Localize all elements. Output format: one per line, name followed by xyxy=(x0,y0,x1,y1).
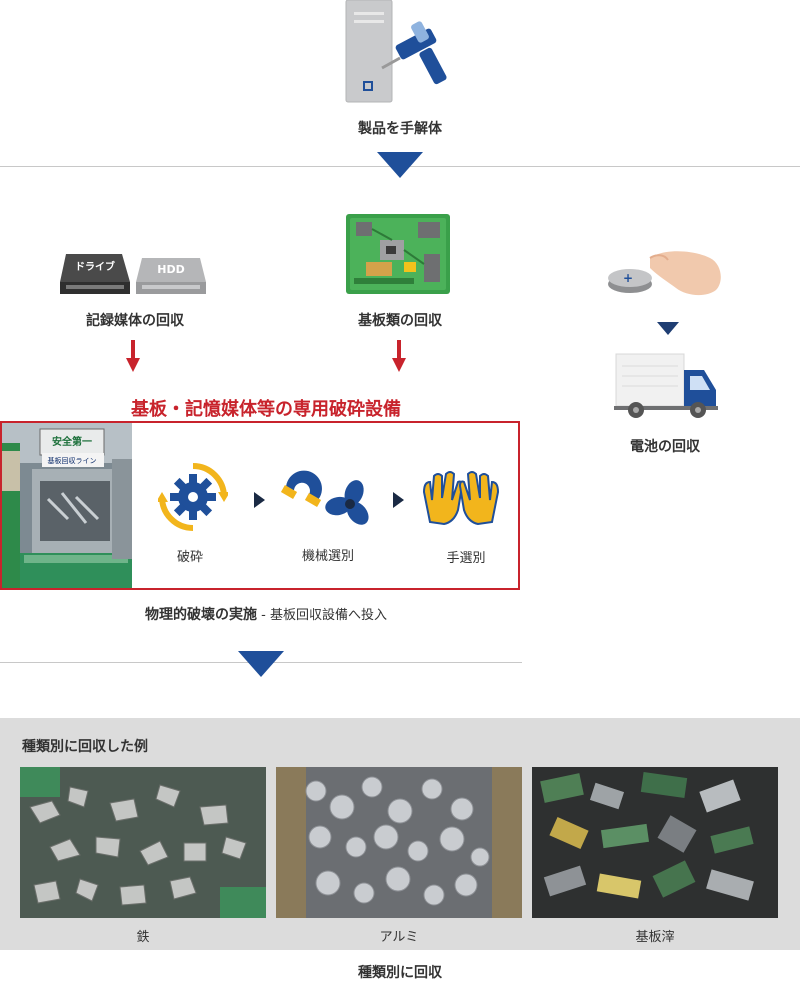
drive-hdd-icon xyxy=(60,252,208,296)
flow-arrow-down-1 xyxy=(377,152,423,178)
circuit-board-icon xyxy=(346,214,452,296)
aluminum-photo xyxy=(276,767,522,918)
example-aluminum-label: アルミ xyxy=(379,930,419,945)
stage-arrow-2 xyxy=(393,492,404,508)
hdd-label: HDD xyxy=(157,263,185,276)
battery-collection-label: 電池の回収 xyxy=(630,439,700,455)
stage-mechanical-label: 機械選別 xyxy=(301,549,354,564)
photo-line-sign: 基板回収ライン xyxy=(47,457,97,465)
example-iron-label: 鉄 xyxy=(136,930,150,945)
board-scrap-photo xyxy=(532,767,778,918)
sorted-collection-label: 種類別に回収 xyxy=(358,965,442,981)
gloves-icon xyxy=(418,470,504,526)
battery-arrow-down xyxy=(657,322,679,335)
stage-arrow-1 xyxy=(254,492,265,508)
iron-photo xyxy=(20,767,266,918)
example-board-scrap-label: 基板滓 xyxy=(635,930,675,945)
drive-label: ドライブ xyxy=(75,262,115,273)
pc-disassembly-icon xyxy=(338,0,460,110)
red-arrow-boards xyxy=(392,340,406,372)
red-arrow-media xyxy=(126,340,140,372)
examples-heading: 種類別に回収した例 xyxy=(22,739,148,755)
photo-safety-sign: 安全第一 xyxy=(52,437,92,448)
battery-hand-icon: + xyxy=(606,246,724,300)
media-collection-label: 記録媒体の回収 xyxy=(86,313,184,329)
flow-arrow-down-2 xyxy=(238,651,284,677)
svg-text:+: + xyxy=(623,271,633,285)
magnet-fan-icon xyxy=(280,462,378,526)
caption-sub: - 基板回収設備へ投入 xyxy=(257,608,387,623)
caption-main: 物理的破壊の実施 xyxy=(145,607,258,623)
stage-crush-label: 破砕 xyxy=(176,550,203,565)
crusher-title: 基板・記憶媒体等の専用破砕設備 xyxy=(131,399,401,420)
truck-icon xyxy=(612,352,720,418)
crusher-caption: 物理的破壊の実施 - 基板回収設備へ投入 xyxy=(0,604,532,624)
crush-gear-icon xyxy=(158,462,228,532)
crusher-machine-photo xyxy=(2,423,132,588)
step-dismantle-label: 製品を手解体 xyxy=(358,121,442,137)
stage-hand-label: 手選別 xyxy=(446,551,486,566)
board-collection-label: 基板類の回収 xyxy=(358,313,442,329)
